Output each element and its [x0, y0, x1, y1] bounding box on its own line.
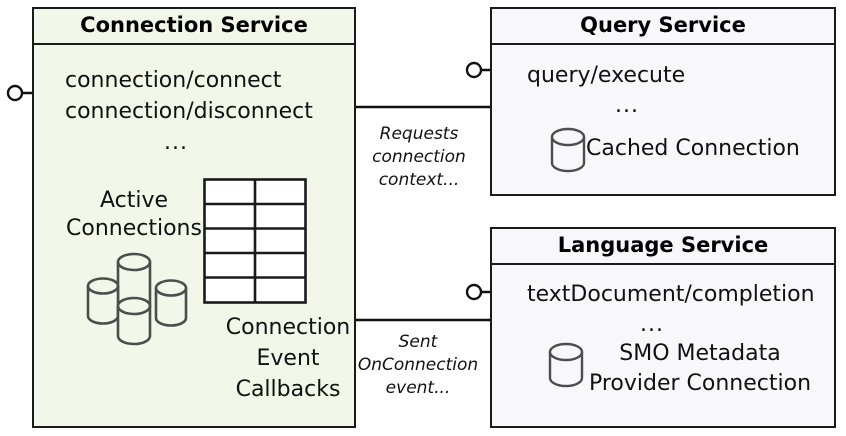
component-query-service[interactable]: Query Service query/execute ... Cached C… [490, 7, 836, 196]
operation-connection-connect[interactable]: connection/connect [65, 68, 282, 93]
edge-label-requests-line2: connection [372, 147, 466, 167]
callbacks-label-line2: Event [256, 346, 320, 371]
query-service-title: Query Service [492, 9, 834, 45]
language-service-title: Language Service [492, 229, 834, 265]
edge-label-sent-onconnection-event: Sent OnConnection event... [352, 331, 484, 400]
connection-service-operations: connection/connect connection/disconnect… [65, 65, 335, 158]
component-connection-service[interactable]: Connection Service connection/connect co… [32, 7, 356, 428]
smo-label-line2: Provider Connection [588, 371, 812, 396]
smo-label-line1: SMO Metadata [619, 341, 781, 366]
edge-label-requests-connection-context: Requests connection context... [358, 123, 480, 192]
connection-event-callbacks-label: Connection Event Callbacks [200, 312, 376, 405]
edge-query-to-connection [336, 101, 490, 113]
query-service-operations: query/execute ... [527, 61, 817, 121]
edge-label-requests-line1: Requests [379, 124, 459, 144]
smo-metadata-provider-connection-label: SMO Metadata Provider Connection [572, 339, 828, 399]
operation-query-execute[interactable]: query/execute [527, 63, 686, 88]
active-connections-label: Active Connections [46, 187, 222, 243]
active-connections-label-line2: Connections [66, 216, 202, 241]
callbacks-label-line3: Callbacks [235, 377, 341, 402]
active-connections-label-line1: Active [99, 188, 169, 213]
table-icon [203, 178, 307, 304]
database-cluster-icon [86, 252, 188, 346]
connection-service-title: Connection Service [34, 9, 354, 45]
language-service-operations-ellipsis: ... [640, 312, 664, 337]
edge-label-sent-line1: Sent [398, 332, 438, 352]
database-cylinder-icon [550, 127, 586, 173]
edge-label-sent-line3: event... [385, 378, 451, 398]
cached-connection-label: Cached Connection [586, 136, 800, 161]
callbacks-label-line1: Connection [225, 315, 351, 340]
database-cylinder-icon [548, 342, 584, 388]
component-language-service[interactable]: Language Service textDocument/completion… [490, 227, 836, 428]
edge-label-sent-line2: OnConnection [357, 355, 479, 375]
connection-service-operations-ellipsis: ... [164, 130, 188, 155]
operation-textdocument-completion[interactable]: textDocument/completion [527, 282, 815, 307]
operation-connection-disconnect[interactable]: connection/disconnect [65, 99, 313, 124]
edge-label-requests-line3: context... [378, 170, 460, 190]
language-service-operations: textDocument/completion ... [527, 280, 837, 340]
query-service-operations-ellipsis: ... [615, 93, 639, 118]
